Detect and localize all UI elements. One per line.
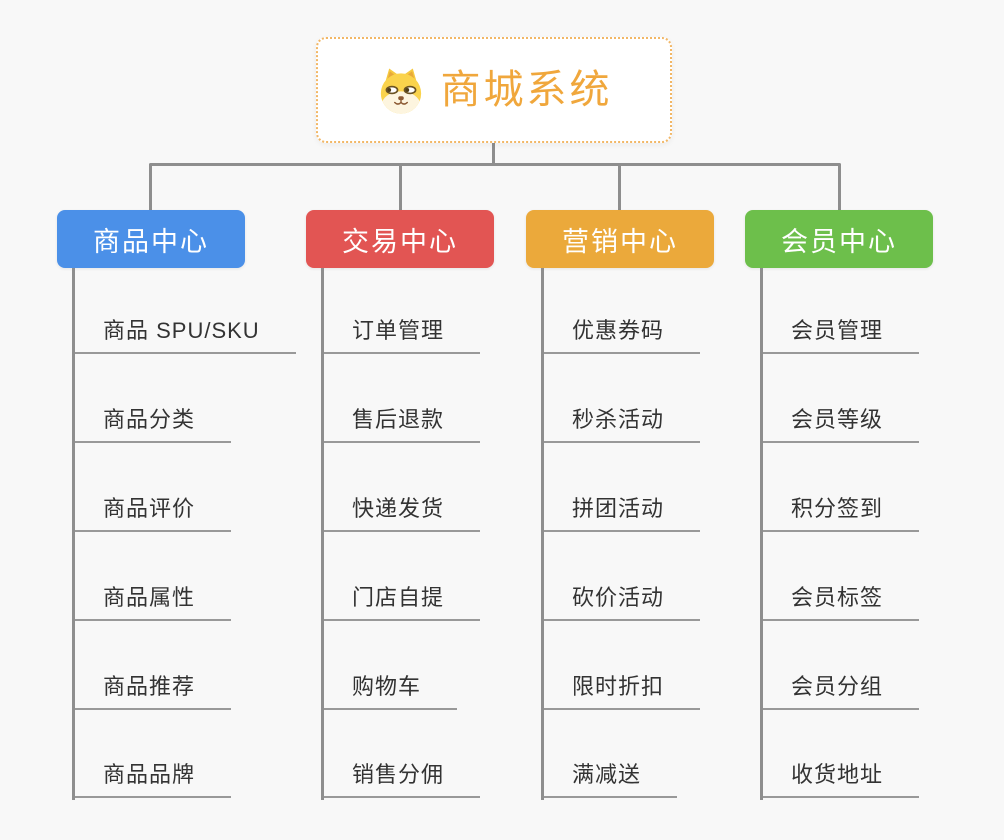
connector-drop-marketing — [618, 164, 621, 211]
dog-face-icon — [376, 65, 426, 115]
connector-root-stub — [492, 141, 495, 165]
leaf-node-order-management[interactable]: 订单管理 — [324, 317, 481, 354]
leaf-node-product-spu-sku[interactable]: 商品 SPU/SKU — [75, 317, 296, 354]
leaf-node-bargain-activity[interactable]: 砍价活动 — [544, 584, 701, 621]
root-node[interactable]: 商城系统 — [316, 37, 672, 143]
leaf-node-group-buy[interactable]: 拼团活动 — [544, 495, 701, 532]
leaf-node-coupon-code[interactable]: 优惠券码 — [544, 317, 701, 354]
leaf-node-store-pickup[interactable]: 门店自提 — [324, 584, 481, 621]
connector-drop-product — [149, 164, 152, 211]
connector-drop-member — [838, 164, 841, 211]
leaf-node-member-level[interactable]: 会员等级 — [763, 406, 920, 443]
branch-column-trade: 订单管理 售后退款 快递发货 门店自提 购物车 销售分佣 — [321, 268, 551, 800]
leaf-node-spend-discount[interactable]: 满减送 — [544, 761, 678, 798]
leaf-node-product-review[interactable]: 商品评价 — [75, 495, 232, 532]
leaf-node-member-tags[interactable]: 会员标签 — [763, 584, 920, 621]
connector-drop-trade — [399, 164, 402, 211]
leaf-node-flash-sale[interactable]: 秒杀活动 — [544, 406, 701, 443]
leaf-node-member-groups[interactable]: 会员分组 — [763, 673, 920, 710]
root-title: 商城系统 — [440, 68, 613, 112]
leaf-node-shipping-address[interactable]: 收货地址 — [763, 761, 920, 798]
leaf-node-aftersale-refund[interactable]: 售后退款 — [324, 406, 481, 443]
leaf-node-sales-commission[interactable]: 销售分佣 — [324, 761, 481, 798]
branch-column-member: 会员管理 会员等级 积分签到 会员标签 会员分组 收货地址 — [760, 268, 990, 800]
branch-header-member-center[interactable]: 会员中心 — [745, 210, 933, 268]
leaf-node-product-category[interactable]: 商品分类 — [75, 406, 232, 443]
leaf-node-member-management[interactable]: 会员管理 — [763, 317, 920, 354]
leaf-node-product-brand[interactable]: 商品品牌 — [75, 761, 232, 798]
leaf-node-product-attribute[interactable]: 商品属性 — [75, 584, 232, 621]
branch-column-product: 商品 SPU/SKU 商品分类 商品评价 商品属性 商品推荐 商品品牌 — [72, 268, 302, 800]
leaf-node-product-recommend[interactable]: 商品推荐 — [75, 673, 232, 710]
branch-header-trade-center[interactable]: 交易中心 — [306, 210, 494, 268]
leaf-node-points-checkin[interactable]: 积分签到 — [763, 495, 920, 532]
branch-column-marketing: 优惠券码 秒杀活动 拼团活动 砍价活动 限时折扣 满减送 — [541, 268, 771, 800]
leaf-node-shopping-cart[interactable]: 购物车 — [324, 673, 458, 710]
branch-header-product-center[interactable]: 商品中心 — [57, 210, 245, 268]
leaf-node-limited-time-discount[interactable]: 限时折扣 — [544, 673, 701, 710]
connector-bus — [149, 163, 841, 166]
leaf-node-express-shipping[interactable]: 快递发货 — [324, 495, 481, 532]
branch-header-marketing-center[interactable]: 营销中心 — [526, 210, 714, 268]
